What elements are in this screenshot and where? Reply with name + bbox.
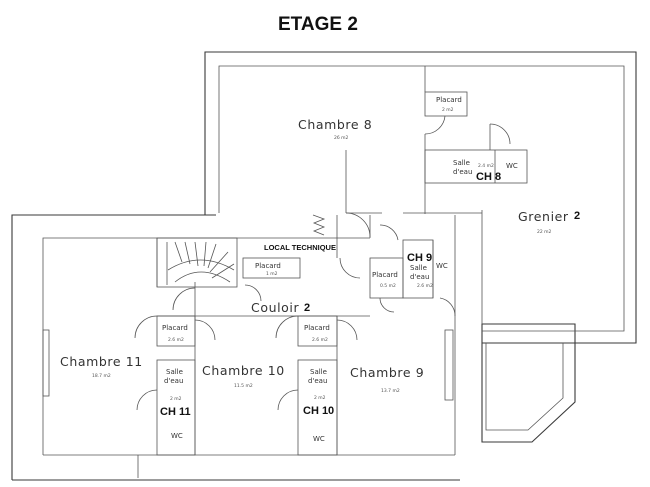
ch9-salle-label2: d'eau: [410, 273, 429, 281]
ch8-placard-area: 2 m2: [442, 107, 454, 113]
couloir-placard-area: 1 m2: [266, 271, 278, 277]
ch11-placard-area: 2.6 m2: [168, 337, 184, 343]
ch9-placard-area: 0.5 m2: [380, 283, 396, 289]
chambre8-label: Chambre 8: [298, 117, 372, 132]
ch10-tag: CH 10: [303, 405, 334, 417]
couloir-suffix: 2: [304, 302, 310, 314]
couloir-label: Couloir: [251, 300, 299, 315]
ch10-fixtures: [275, 315, 358, 456]
ch8-salle-label2: d'eau: [453, 168, 472, 176]
chambre9-label: Chambre 9: [350, 365, 424, 380]
ch8-salle-label1: Salle: [453, 159, 470, 167]
ch9-salle-area: 2.6 m2: [417, 283, 433, 289]
ch11-salle-label1: Salle: [166, 368, 183, 376]
ch8-wc: WC: [506, 162, 518, 170]
couloir-placard-label: Placard: [255, 262, 281, 270]
ch9-salle-label1: Salle: [410, 264, 427, 272]
ch10-placard-label: Placard: [304, 324, 330, 332]
ch11-salle-label2: d'eau: [164, 377, 183, 385]
local-technique-label: LOCAL TECHNIQUE: [264, 243, 336, 252]
ch10-salle-area: 2 m2: [314, 395, 326, 401]
ch9-tag: CH 9: [407, 252, 432, 264]
ch11-placard-label: Placard: [162, 324, 188, 332]
ch10-wc: WC: [313, 435, 325, 443]
ch8-salle-area: 2.4 m2: [478, 163, 494, 169]
ch8-fixtures: [424, 91, 528, 184]
ch11-salle-area: 2 m2: [170, 396, 182, 402]
ch9-placard-label: Placard: [372, 271, 398, 279]
chambre8-area: 26 m2: [334, 135, 349, 141]
ch10-placard-area: 2.6 m2: [312, 337, 328, 343]
ch11-wc: WC: [171, 432, 183, 440]
staircase: [156, 237, 238, 288]
grenier-area: 22 m2: [537, 229, 552, 235]
plan-title: ETAGE 2: [278, 14, 358, 35]
ch8-tag: CH 8: [476, 171, 501, 183]
ch11-fixtures: [134, 287, 216, 456]
ch8-placard-label: Placard: [436, 96, 462, 104]
chambre10-label: Chambre 10: [202, 363, 285, 378]
grenier-suffix: 2: [574, 210, 580, 222]
ch9-wc: WC: [436, 262, 448, 270]
ch10-salle-label1: Salle: [310, 368, 327, 376]
chambre10-area: 11.5 m2: [234, 383, 253, 389]
chambre9-area: 13.7 m2: [381, 388, 400, 394]
grenier-label: Grenier: [518, 209, 569, 224]
chambre11-area: 18.7 m2: [92, 373, 111, 379]
lower-block-walls: [11, 214, 460, 481]
ch10-salle-label2: d'eau: [308, 377, 327, 385]
ch11-tag: CH 11: [160, 406, 191, 418]
ch9-fixtures: [369, 224, 456, 317]
local-technique: [242, 212, 371, 302]
chambre11-label: Chambre 11: [60, 354, 143, 369]
